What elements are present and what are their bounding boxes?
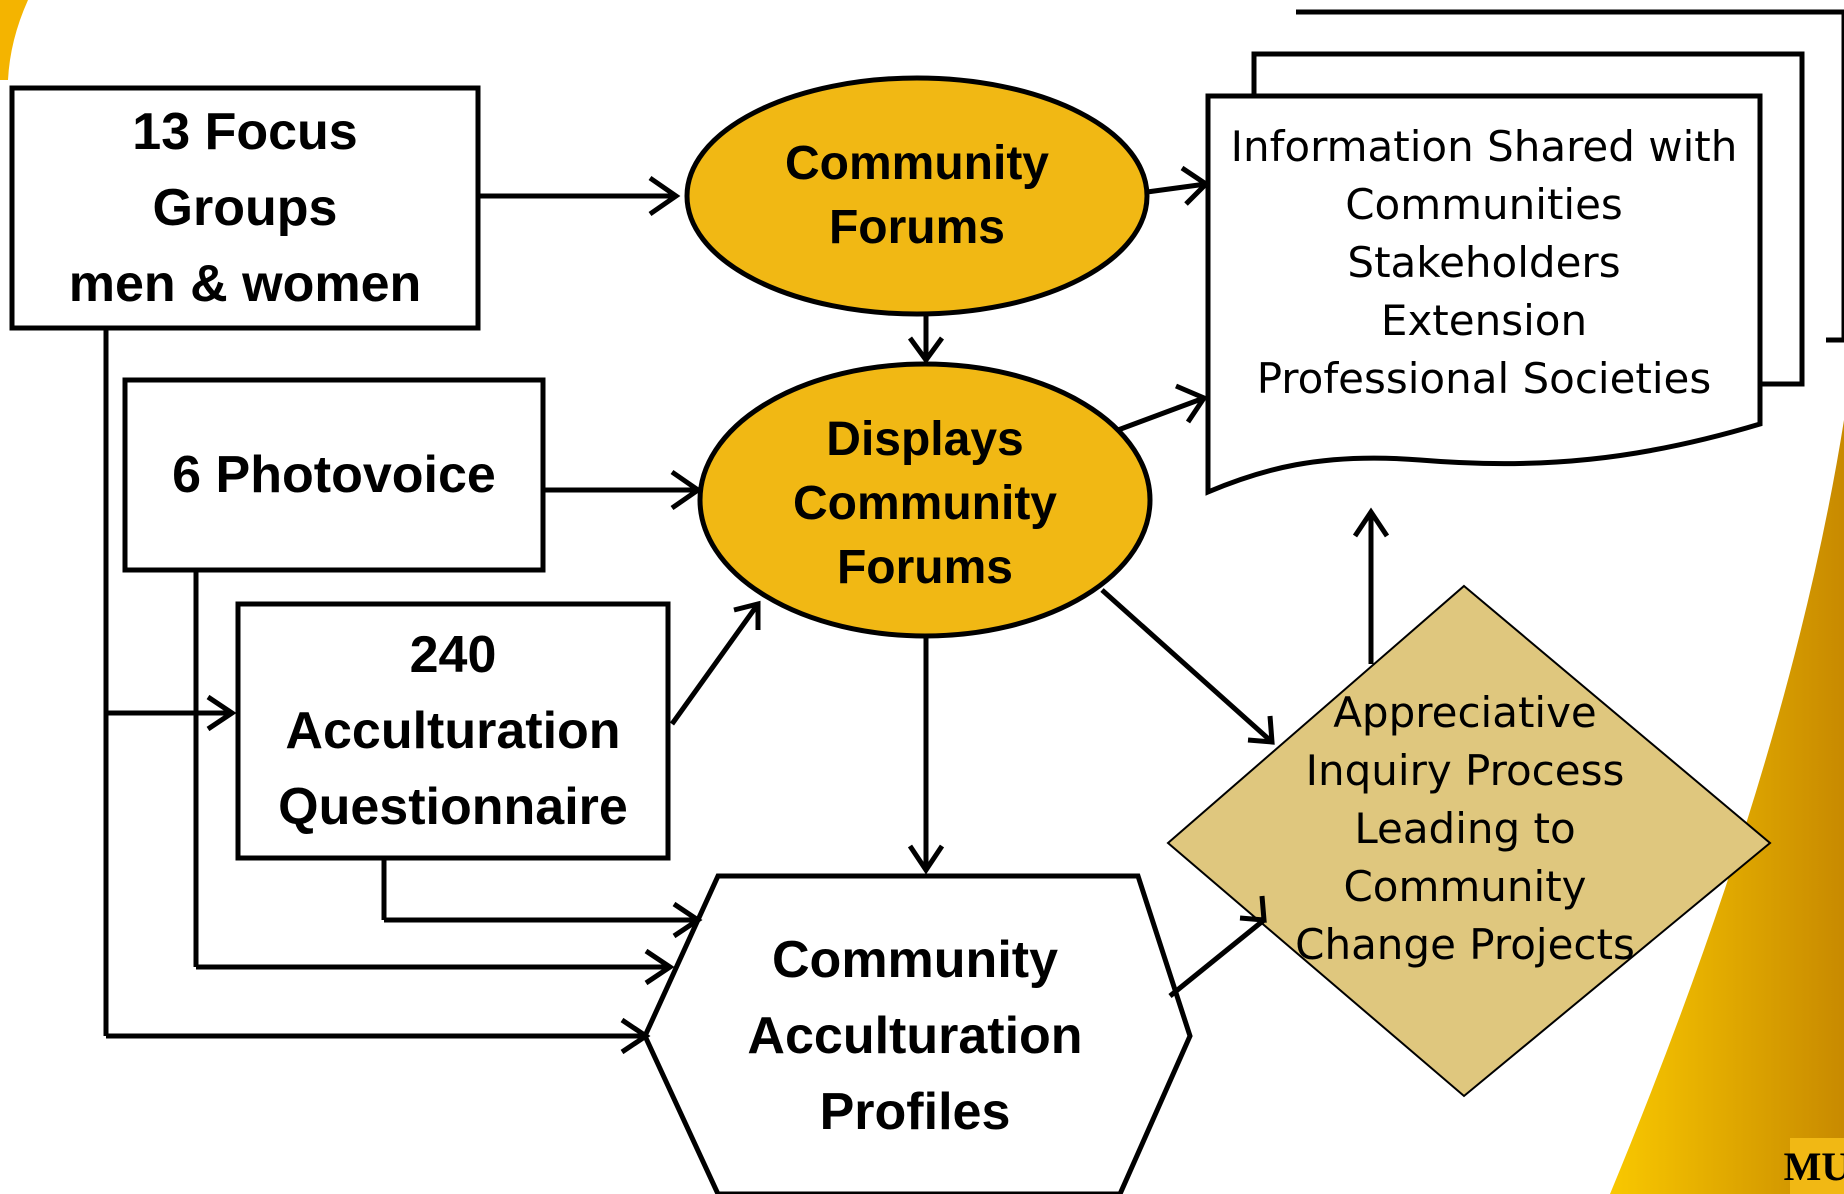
inquiry-label: Appreciative Inquiry Process Leading to … bbox=[1270, 684, 1660, 974]
info-shared-label: Information Shared with Communities Stak… bbox=[1208, 118, 1760, 408]
info-shared-line: Information Shared with bbox=[1230, 122, 1738, 171]
displays-forums-line: Forums bbox=[836, 541, 1013, 594]
focus-groups-line: men & women bbox=[68, 255, 422, 313]
university-logo: MU bbox=[1784, 1138, 1844, 1194]
info-shared-line: Stakeholders bbox=[1347, 238, 1621, 287]
questionnaire-line: Questionnaire bbox=[278, 778, 628, 836]
profiles-line: Community bbox=[772, 931, 1058, 989]
profiles-line: Profiles bbox=[819, 1083, 1011, 1141]
inquiry-line: Leading to bbox=[1354, 804, 1576, 853]
community-forums-ellipse bbox=[684, 75, 1150, 317]
focus-groups-label: 13 Focus Groups men & women bbox=[12, 88, 478, 328]
photovoice-line: 6 Photovoice bbox=[172, 446, 496, 504]
info-shared-line: Communities bbox=[1345, 180, 1623, 229]
inquiry-line: Appreciative bbox=[1333, 688, 1597, 737]
inquiry-line: Change Projects bbox=[1295, 920, 1635, 969]
focus-groups-line: Groups bbox=[152, 179, 338, 237]
community-forums-line: Community bbox=[785, 137, 1049, 190]
community-forums-label: Community Forums bbox=[687, 100, 1147, 292]
profiles-line: Acculturation bbox=[747, 1007, 1083, 1065]
inquiry-diamond bbox=[1166, 584, 1772, 1098]
background-swoosh-left bbox=[0, 0, 28, 80]
photovoice-label: 6 Photovoice bbox=[125, 380, 543, 570]
questionnaire-line: 240 bbox=[409, 626, 497, 684]
info-shared-line: Professional Societies bbox=[1256, 354, 1712, 403]
profiles-label: Community Acculturation Profiles bbox=[680, 920, 1150, 1152]
info-shared-line: Extension bbox=[1380, 296, 1588, 345]
connectors bbox=[103, 165, 1390, 1055]
inquiry-line: Inquiry Process bbox=[1305, 746, 1625, 795]
background-swoosh-right bbox=[1610, 420, 1844, 1194]
community-forums-line: Forums bbox=[828, 201, 1005, 254]
questionnaire-line: Acculturation bbox=[285, 702, 621, 760]
document-sheet-front bbox=[1205, 93, 1763, 496]
questionnaire-label: 240 Acculturation Questionnaire bbox=[238, 604, 668, 858]
focus-groups-box bbox=[9, 85, 481, 331]
photovoice-box bbox=[122, 377, 546, 573]
displays-forums-label: Displays Community Forums bbox=[700, 404, 1150, 604]
focus-groups-line: 13 Focus bbox=[132, 103, 358, 161]
logo-text: MU bbox=[1784, 1144, 1844, 1189]
inquiry-line: Community bbox=[1343, 862, 1587, 911]
questionnaire-box bbox=[235, 601, 671, 861]
displays-forums-line: Community bbox=[793, 477, 1057, 530]
displays-forums-line: Displays bbox=[826, 413, 1024, 466]
